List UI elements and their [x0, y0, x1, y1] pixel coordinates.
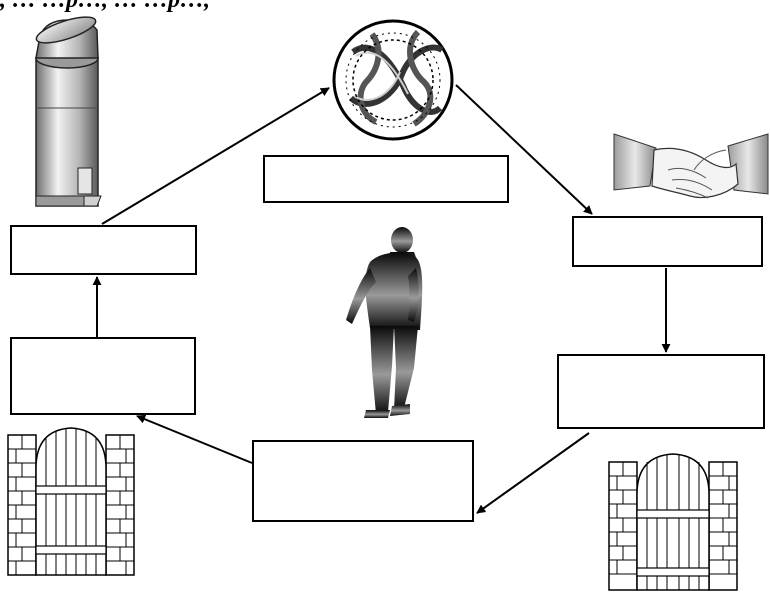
- arrow-right-to-bottom: [476, 432, 590, 514]
- arrow-bin-to-gears: [101, 87, 330, 225]
- arrow-bottom-to-left: [136, 414, 253, 464]
- arrow-gears-to-handshake: [455, 84, 593, 215]
- top-caption: , … …р…, … …р…,: [0, 0, 210, 13]
- handshake-icon: [613, 133, 769, 199]
- person-silhouette-icon: [346, 227, 423, 418]
- intertwined-gears-icon: [332, 19, 454, 141]
- answer-box-bottom[interactable]: [252, 440, 474, 522]
- cycle-arrows: [92, 84, 671, 514]
- trash-bin-icon: [35, 16, 102, 207]
- brick-gate-icon: [7, 427, 135, 576]
- brick-gate-icon: [608, 453, 738, 591]
- answer-box-mechanism[interactable]: [263, 155, 509, 203]
- answer-box-left-middle[interactable]: [10, 337, 196, 415]
- answer-box-left-top[interactable]: [10, 225, 197, 275]
- answer-box-handshake[interactable]: [572, 216, 763, 267]
- answer-box-right-middle[interactable]: [557, 354, 765, 429]
